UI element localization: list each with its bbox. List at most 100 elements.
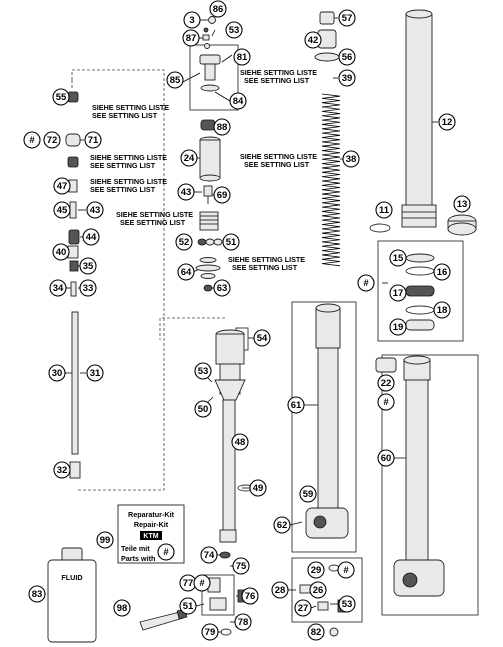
callout-number: 88 — [217, 122, 228, 133]
callout-number: 82 — [311, 627, 322, 638]
callout-number: 43 — [90, 205, 101, 216]
grease-tube — [139, 608, 188, 631]
callout-number: 87 — [186, 33, 197, 44]
callout-p27: 27 — [294, 599, 312, 617]
callout-p76: 76 — [241, 587, 259, 605]
callout-circle — [43, 131, 61, 149]
callout-p78: 78 — [234, 613, 252, 631]
callout-circle — [53, 177, 71, 195]
callout-circle — [338, 48, 356, 66]
callout-number: 48 — [235, 437, 246, 448]
svg-text:SIEHE SETTING LISTE: SIEHE SETTING LISTE — [228, 255, 305, 264]
callout-circle — [338, 69, 356, 87]
callout-number: 56 — [342, 52, 353, 63]
callout-number: 28 — [275, 585, 286, 596]
spring-38 — [321, 93, 341, 267]
cap-small-parts — [202, 16, 216, 49]
hash-callout-5: # — [157, 543, 175, 561]
dashed-guides — [71, 69, 225, 491]
outer-tube-60 — [393, 355, 445, 597]
hash-callout-1: # — [23, 131, 41, 149]
callout-circle — [194, 400, 212, 418]
callout-number: 47 — [57, 181, 68, 192]
callout-number: 29 — [311, 565, 322, 576]
hash-circle — [23, 131, 41, 149]
callout-number: 39 — [342, 73, 353, 84]
callout-number: 27 — [298, 603, 309, 614]
callout-p38: 38 — [342, 150, 360, 168]
callout-circle — [213, 118, 231, 136]
oring-11 — [369, 223, 391, 233]
callout-circle — [231, 433, 249, 451]
callout-p75: 75 — [232, 557, 250, 575]
callout-circle — [113, 599, 131, 617]
valve-69 — [203, 185, 213, 204]
callout-number: 45 — [57, 205, 68, 216]
callout-circle — [233, 48, 251, 66]
fluid-bottle: FLUID — [47, 547, 97, 643]
ktm-logo-text: KTM — [143, 533, 158, 540]
callout-p56: 56 — [338, 48, 356, 66]
callout-circle — [213, 279, 231, 297]
callout-number: 83 — [32, 589, 43, 600]
repair-kit-line3: Teile mit — [121, 544, 150, 553]
hash-circle — [337, 561, 355, 579]
callout-p61: 61 — [287, 396, 305, 414]
callout-circle — [433, 263, 451, 281]
ktm-logo — [140, 531, 162, 540]
callout-p12: 12 — [438, 113, 456, 131]
callout-p64: 64 — [177, 263, 195, 281]
seal-kit-items — [405, 253, 435, 331]
callout-p47: 47 — [53, 177, 71, 195]
callout-circle — [229, 92, 247, 110]
svg-text:SIEHE SETTING LISTE: SIEHE SETTING LISTE — [116, 210, 193, 219]
callout-p15: 15 — [389, 249, 407, 267]
callout-circle — [389, 249, 407, 267]
callout-circle — [86, 201, 104, 219]
callout-circle — [96, 531, 114, 549]
callout-number: 49 — [253, 483, 264, 494]
callout-number: 26 — [313, 585, 324, 596]
callout-number: 44 — [86, 232, 97, 243]
callout-p18: 18 — [433, 301, 451, 319]
callout-p71: 71 — [84, 131, 102, 149]
callout-p87: 87 — [182, 29, 200, 47]
callout-number: 12 — [442, 117, 453, 128]
callout-circle — [175, 233, 193, 251]
callout-circle — [52, 88, 70, 106]
callout-circle — [177, 183, 195, 201]
callout-circle — [53, 461, 71, 479]
seal-kit-box — [377, 240, 464, 342]
callout-circle — [453, 195, 471, 213]
tube-60-box — [381, 354, 479, 616]
callout-p22: 22 — [377, 374, 395, 392]
callout-circle — [194, 362, 212, 380]
callout-number: 51 — [226, 237, 237, 248]
callout-circle — [28, 585, 46, 603]
hash-text: # — [343, 565, 349, 576]
callout-circle — [271, 581, 289, 599]
hash-circle — [377, 393, 395, 411]
callout-p51b: 51 — [179, 597, 197, 615]
callout-p43b: 43 — [86, 201, 104, 219]
setting-label-6: SIEHE SETTING LISTE SEE SETTING LIST — [116, 210, 193, 227]
axle-clamp-box — [291, 557, 363, 623]
callout-number: 11 — [379, 205, 390, 216]
callout-circle — [79, 279, 97, 297]
callout-number: 50 — [198, 404, 209, 415]
callout-number: 53 — [198, 366, 209, 377]
callout-circle — [389, 318, 407, 336]
callout-circle — [338, 595, 356, 613]
callout-number: 57 — [342, 13, 353, 24]
left-column-parts — [65, 91, 81, 479]
callout-number: 35 — [83, 261, 94, 272]
setting-label-7: SIEHE SETTING LISTE SEE SETTING LIST — [228, 255, 305, 272]
callout-number: 38 — [346, 154, 357, 165]
callout-number: 60 — [381, 453, 392, 464]
callout-number: 77 — [183, 578, 194, 589]
callout-p84: 84 — [229, 92, 247, 110]
svg-text:SEE SETTING LIST: SEE SETTING LIST — [120, 218, 186, 227]
repair-kit-line4: Parts with — [121, 554, 155, 563]
callout-p44: 44 — [82, 228, 100, 246]
callout-p42: 42 — [304, 31, 322, 49]
